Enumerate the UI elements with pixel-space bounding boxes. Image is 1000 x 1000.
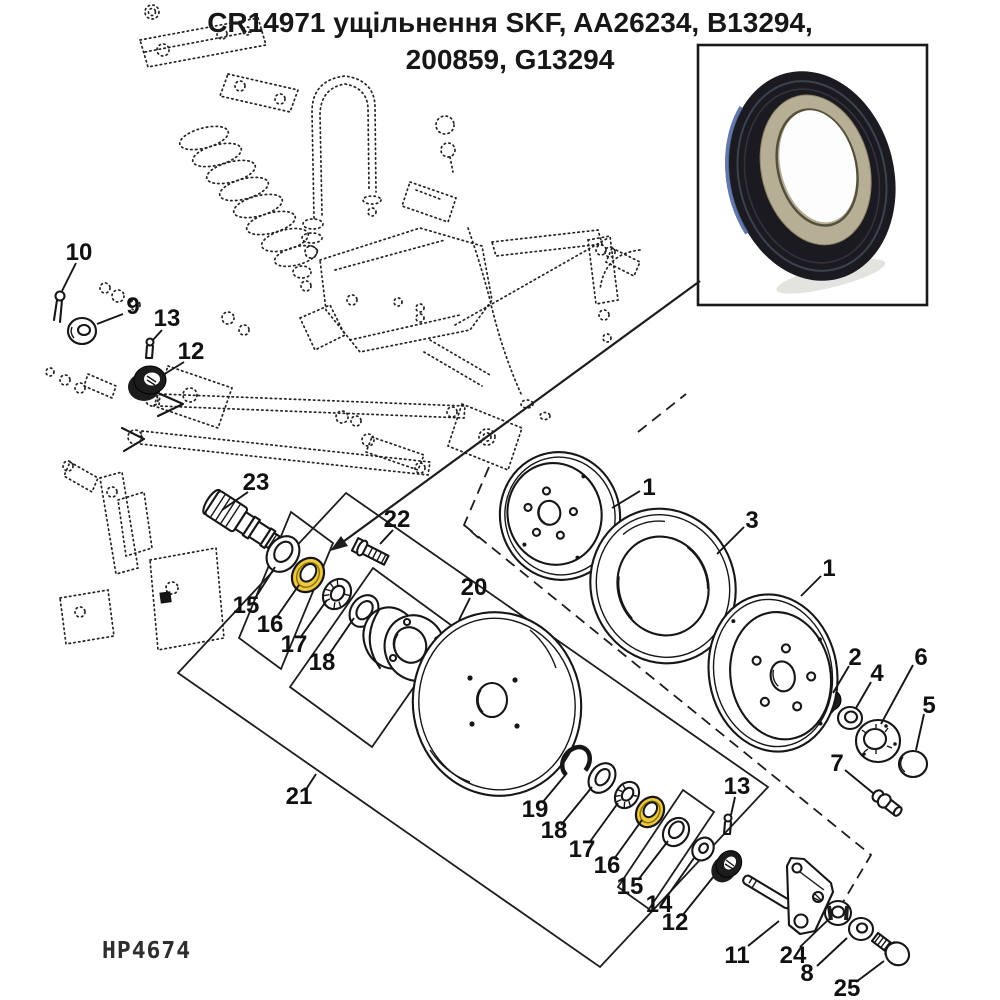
gauge-arm-11 [742,856,835,936]
part-label: 16 [594,852,621,879]
washer-14 [691,836,715,862]
part-label: 12 [178,338,205,365]
part-label: 17 [569,836,596,863]
part-label: 16 [257,611,284,638]
part-label: 15 [617,873,644,900]
bolt-25 [870,931,911,967]
part-label: 23 [243,469,270,496]
seal-photo [725,71,896,294]
part-label: 2 [848,644,861,671]
grease-fitting-13-upper [144,337,155,360]
insertion-chevrons [120,391,185,453]
cotter-pin-10 [52,290,66,324]
part-label: 17 [281,631,308,658]
wheel-half-1-right [707,593,839,753]
wheel-half-1-left [498,451,622,581]
bearing-cone-17-lower [613,780,641,810]
part-label: 8 [800,960,813,987]
part-label: 1 [642,474,655,501]
group-box-21 [176,491,770,969]
dashed-assembly-lines [462,393,873,903]
group-box-hub [288,566,457,749]
disc-20 [411,611,583,797]
seal-15-lower [661,816,691,848]
part-label: 13 [154,305,181,332]
bearing-cone-17-upper [321,577,353,611]
part-label: 7 [830,750,843,777]
seal-16-upper-highlighted [290,556,326,594]
bolt-22 [350,537,390,566]
phantom-frame-assembly [45,4,642,652]
snap-ring-19 [559,744,593,780]
washer-9 [66,316,98,346]
leader-lines [61,262,925,983]
bushing-24 [823,899,853,927]
figure-code: HP4674 [102,938,192,964]
bearing-4 [836,705,864,731]
part-label: 3 [745,507,758,534]
part-label: 13 [724,773,751,800]
part-label: 18 [309,649,336,676]
part-label: 22 [384,506,411,533]
inset-pointer-arrow [330,280,701,551]
title-line-2: 200859, G13294 [405,44,615,75]
part-label: 1 [822,555,835,582]
part-label: 18 [541,817,568,844]
grease-fitting-7 [871,789,903,817]
title-line-1: CR14971 ущільнення SKF, AA26234, B13294, [207,7,813,38]
part-label: 14 [646,891,673,918]
part-label: 12 [662,909,689,936]
part-label: 9 [126,293,139,320]
part-label: 19 [522,796,549,823]
part-label: 6 [914,644,927,671]
tire-3 [589,507,737,665]
part-label: 20 [461,574,488,601]
part-label: 11 [724,942,749,969]
page-title: CR14971 ущільнення SKF, AA26234, B13294,… [160,4,860,78]
seal-15-upper [265,535,301,573]
group-box-seals-lower [616,788,716,911]
bearing-cup-18-lower [587,762,617,794]
inset-photo-frame [330,43,929,551]
nut-12-lower [711,850,743,883]
group-boxes [176,491,770,969]
part-label: 10 [66,239,93,266]
part-label: 5 [922,692,935,719]
part-label: 25 [834,975,861,1000]
seal-16-lower-highlighted [634,795,666,829]
hub-cap-6 [854,718,902,764]
part-label: 4 [870,660,884,687]
grease-fitting-13-lower [722,813,733,836]
dust-cap-5 [897,749,929,779]
part-label: 15 [233,592,260,619]
part-label: 24 [780,942,807,969]
part-labels: 10 9 13 12 23 22 15 16 17 18 20 21 19 18… [66,239,936,1000]
washer-8 [847,916,875,942]
part-label: 21 [286,783,313,810]
nut-12-upper [128,365,167,401]
